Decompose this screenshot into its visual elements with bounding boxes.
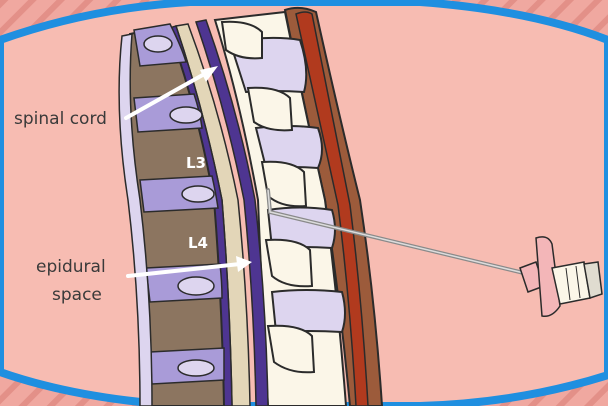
spinal-cord-label: spinal cord bbox=[14, 109, 107, 129]
l3-vertebra-label: L3 bbox=[186, 154, 206, 172]
l4-vertebra-label: L4 bbox=[188, 234, 208, 252]
nucleus-1 bbox=[144, 36, 172, 52]
nucleus-4 bbox=[178, 277, 214, 295]
epidural-label-line2: space bbox=[52, 285, 102, 305]
nucleus-2 bbox=[170, 107, 202, 123]
nucleus-3 bbox=[182, 186, 214, 202]
nucleus-5 bbox=[178, 360, 214, 376]
epidural-label-line1: epidural bbox=[36, 257, 106, 277]
